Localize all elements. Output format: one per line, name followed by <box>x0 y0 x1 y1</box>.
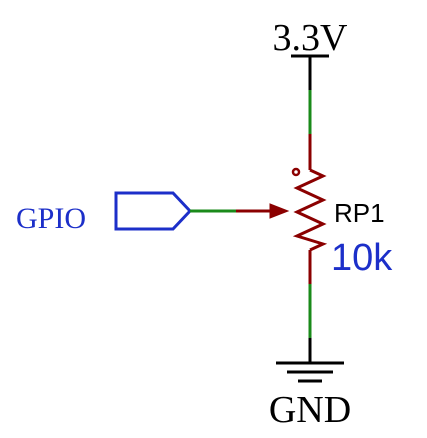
pin1-indicator-dot <box>291 167 301 177</box>
gpio-port-flag <box>114 191 193 231</box>
component-value: 10k <box>331 237 393 279</box>
power-net-label: 3.3V <box>273 17 349 59</box>
potentiometer-rp1: RP1 10k <box>236 134 393 284</box>
ground-net-label: GND <box>269 389 351 431</box>
component-designator: RP1 <box>334 198 385 228</box>
gpio-port-label: GPIO <box>16 202 86 235</box>
wiper-arrowhead <box>269 203 290 219</box>
power-supply-symbol: 3.3V <box>273 17 349 90</box>
gpio-port: GPIO <box>16 191 193 235</box>
resistor-zigzag <box>292 168 328 252</box>
ground-symbol: GND <box>269 338 351 431</box>
